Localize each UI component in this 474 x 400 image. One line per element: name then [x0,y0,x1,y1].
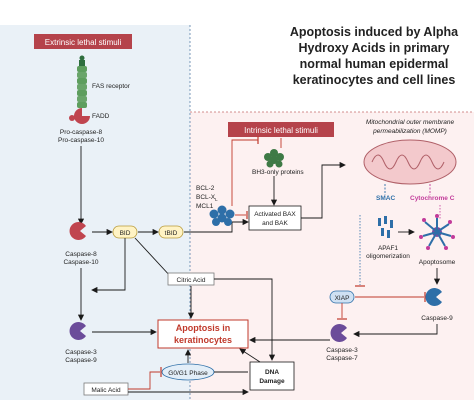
caspase-3-9-icon [69,322,86,341]
caspase-3-7-icon [330,324,347,342]
caspase-10-label: Caspase-10 [63,259,98,266]
apoptosis-label-1: Apoptosis in [176,323,231,333]
intrinsic-stimuli-label: Intrinsic lethal stimuli [244,126,318,135]
caspase-9-icon [425,287,442,306]
cytochrome-c-label: Cytochrome C [410,195,455,202]
diagram-title: Apoptosis induced by Alpha Hydroxy Acids… [290,25,459,87]
apaf1-icon [378,216,393,238]
caspase-8-label: Caspase-8 [65,251,97,258]
caspase-9-label-right: Caspase-9 [421,315,453,322]
title-line-3: normal human epidermal [300,57,449,71]
bid-to-citric-line [134,237,173,279]
bclx-label: BCL-XL [196,194,218,202]
apoptosome-icon [419,214,455,250]
momp-label-2: permeabilization (MOMP) [372,128,447,135]
arrow-bax-to-momp [301,161,346,219]
bh3-protein-icon [264,149,284,168]
dna-damage-box [249,361,295,391]
caspase-7-label-right: Caspase-7 [326,355,358,362]
g0g1-phase-label: G0/G1 Phase [168,370,208,377]
fadd-icon [69,108,90,124]
caspase-3-label-left: Caspase-3 [65,349,97,356]
intrinsic-stimuli-box [228,122,334,137]
bh3-label: BH3-only proteins [252,169,304,176]
fadd-label: FADD [92,113,110,120]
bcl-inhibit-line [231,139,258,206]
momp-label-1: Mitochondrial outer membrane [366,119,455,126]
tbid-label: tBID [165,230,178,237]
apaf1-label: APAF1 [378,245,398,252]
mcl1-label: MCL1 [196,203,214,210]
caspase-8-10-icon [69,222,86,241]
apoptosis-box [157,319,249,349]
arrow-caspase9-to-caspase3 [353,324,438,338]
malic-acid-label: Malic Acid [91,387,121,394]
tbid-box [158,225,184,239]
bax-bak-box [248,205,302,231]
procaspase-8-label: Pro-caspase-8 [60,129,103,136]
title-line-4: keratinocytes and cell lines [293,73,456,87]
bid-label: BID [120,230,131,237]
apoptosome-label: Apoptosome [419,259,456,266]
fas-receptor-label: FAS receptor [92,83,131,90]
caspase-3-label-right: Caspase-3 [326,347,358,354]
extrinsic-stimuli-box [34,34,132,49]
title-line-2: Hydroxy Acids in primary [299,41,450,55]
apaf1-oligo-label: oligomerization [366,253,410,260]
arrow-dna-to-apoptosis [239,348,261,363]
bcl2-label: BCL-2 [196,185,215,192]
citric-acid-label: Citric Acid [177,277,206,284]
procaspase-10-label: Pro-caspase-10 [58,137,104,144]
arrow-citric-to-dna [214,278,276,361]
smac-label: SMAC [376,195,395,202]
apoptosis-label-2: keratinocytes [174,335,232,345]
bcl2-protein-icon [209,205,235,226]
bak-label: and BAK [262,220,288,227]
tbid-to-bax-line [184,218,249,233]
bax-label: Activated BAX [254,211,296,218]
title-line-1: Apoptosis induced by Alpha [290,25,459,39]
fas-receptor-icon [77,55,87,108]
dna-damage-label-1: DNA [265,369,279,376]
malic-to-g0g1-inhibit [128,371,160,390]
xiap-label: XIAP [335,295,350,302]
caspase-9-label-left: Caspase-9 [65,357,97,364]
extrinsic-stimuli-label: Extrinsic lethal stimuli [45,38,122,47]
mitochondrion-icon [363,139,457,185]
bid-to-caspase3-arrow [91,238,126,294]
dna-damage-label-2: Damage [259,378,285,385]
